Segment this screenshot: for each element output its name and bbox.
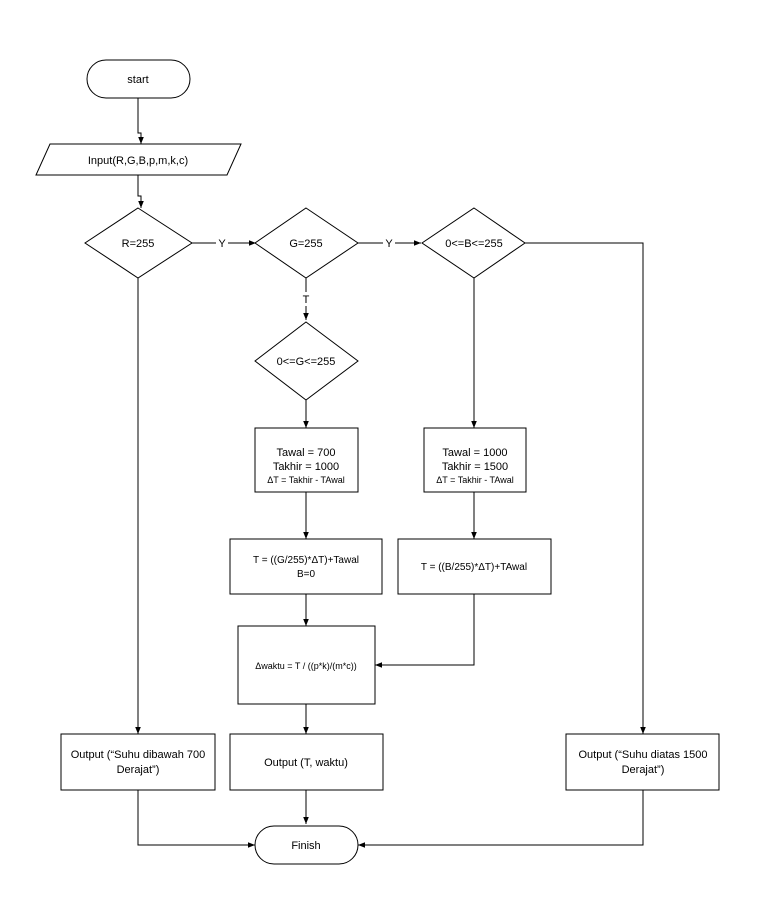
- output-mid-label: Output (T, waktu): [264, 757, 348, 769]
- output-high-line2: Derajat”): [622, 764, 665, 776]
- process-g-calc: T = ((G/255)*ΔT)+Tawal B=0: [229, 538, 383, 595]
- finish-label: Finish: [291, 840, 320, 852]
- process-b-init: Tawal = 1000 Takhir = 1500 ΔT = Takhir -…: [423, 427, 527, 493]
- output-mid: Output (T, waktu): [229, 733, 384, 791]
- output-low: Output (“Suhu dibawah 700 Derajat”): [60, 733, 216, 791]
- decision-g: G=255: [254, 207, 359, 279]
- decision-g-range-label: 0<=G<=255: [277, 356, 336, 368]
- process-g-calc-line2: B=0: [297, 569, 316, 580]
- output-low-line2: Derajat”): [117, 764, 160, 776]
- decision-b-range-label: 0<=B<=255: [445, 238, 503, 250]
- edge-input-r: [137, 175, 144, 208]
- input-label: Input(R,G,B,p,m,k,c): [88, 155, 188, 167]
- finish-terminator: Finish: [254, 825, 359, 865]
- start-terminator: start: [86, 59, 191, 99]
- edge-outhigh-finish: [358, 790, 644, 848]
- edge-label-r-yes: Y: [218, 238, 226, 250]
- process-b-init-line1: Tawal = 1000: [442, 447, 507, 459]
- process-b-init-line2: Takhir = 1500: [442, 461, 508, 473]
- decision-r-label: R=255: [122, 238, 155, 250]
- input-parallelogram: Input(R,G,B,p,m,k,c): [35, 143, 242, 176]
- process-g-init-line3: ΔT = Takhir - TAwal: [267, 475, 344, 485]
- output-high: Output (“Suhu diatas 1500 Derajat”): [565, 733, 720, 791]
- process-g-init: Tawal = 700 Takhir = 1000 ΔT = Takhir - …: [254, 427, 359, 493]
- process-g-calc-line1: T = ((G/255)*ΔT)+Tawal: [253, 555, 359, 566]
- edge-labels: Y Y T: [216, 236, 395, 306]
- decision-g-range: 0<=G<=255: [254, 321, 359, 401]
- process-b-calc-label: T = ((B/255)*ΔT)+TAwal: [421, 562, 527, 573]
- process-g-init-line1: Tawal = 700: [276, 447, 335, 459]
- process-waktu-label: Δwaktu = T / ((p*k)/(m*c)): [255, 661, 356, 671]
- edge-b-outhigh: [525, 242, 646, 734]
- process-waktu: Δwaktu = T / ((p*k)/(m*c)): [237, 625, 376, 705]
- edge-outlow-finish: [137, 790, 255, 848]
- decision-b-range: 0<=B<=255: [421, 207, 526, 279]
- process-b-calc: T = ((B/255)*ΔT)+TAwal: [397, 538, 552, 595]
- edges: [135, 98, 646, 848]
- process-b-init-line3: ΔT = Takhir - TAwal: [436, 475, 513, 485]
- output-high-line1: Output (“Suhu diatas 1500: [578, 749, 707, 761]
- start-label: start: [127, 74, 148, 86]
- decision-g-label: G=255: [289, 238, 322, 250]
- edge-start-input: [137, 98, 144, 144]
- edge-label-g-yes: Y: [385, 238, 393, 250]
- edge-bcalc-waktu: [375, 594, 475, 668]
- decision-r: R=255: [84, 207, 193, 279]
- edge-label-g-no: T: [303, 294, 310, 306]
- process-g-init-line2: Takhir = 1000: [273, 461, 339, 473]
- output-low-line1: Output (“Suhu dibawah 700: [71, 749, 206, 761]
